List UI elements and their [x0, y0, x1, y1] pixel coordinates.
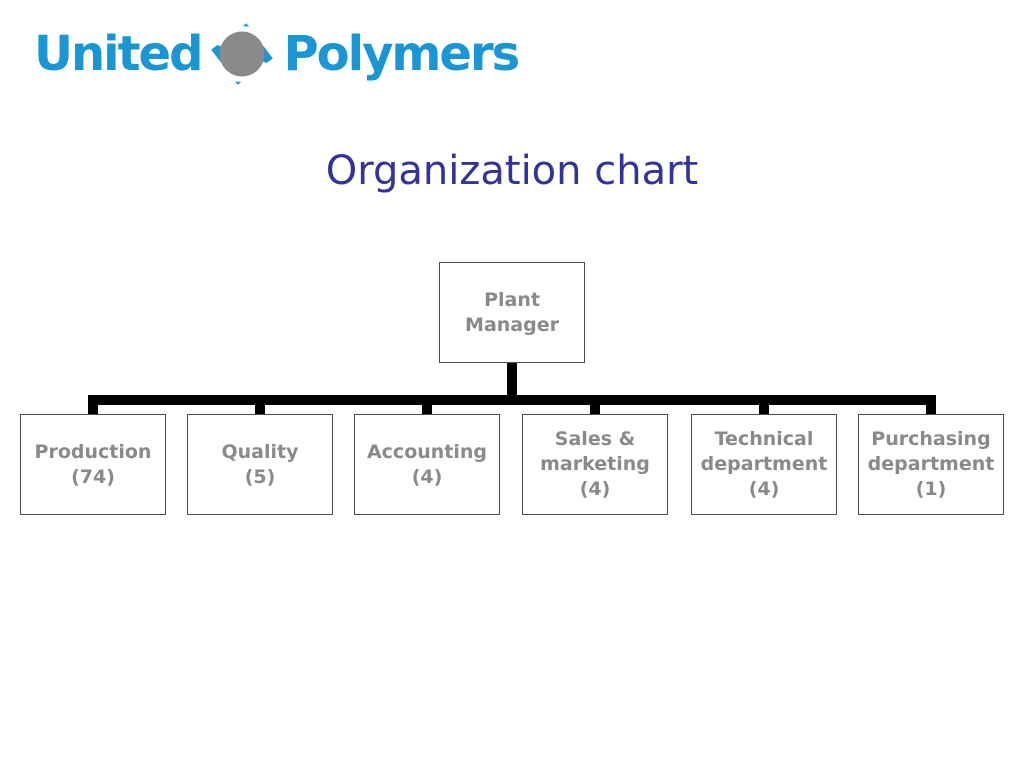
- connector-stub-technical: [759, 405, 769, 415]
- node-label-line: (4): [579, 478, 611, 500]
- connector-stub-purchasing: [926, 405, 936, 415]
- node-label-line: Plant: [484, 288, 540, 311]
- logo-word-united: United: [34, 26, 203, 82]
- node-label-line: Purchasing: [871, 428, 991, 450]
- node-accounting: Accounting (4): [354, 414, 500, 515]
- node-label-line: (4): [748, 478, 780, 500]
- node-quality: Quality (5): [187, 414, 333, 515]
- node-label-line: department: [867, 453, 995, 475]
- node-label-line: Manager: [465, 313, 559, 336]
- node-plant-manager: Plant Manager: [439, 262, 585, 363]
- connector-horizontal-rail: [88, 395, 936, 405]
- node-label-line: Accounting: [366, 440, 488, 463]
- node-label-line: marketing: [540, 453, 650, 475]
- connector-stub-sales-marketing: [590, 405, 600, 415]
- connector-stub-quality: [255, 405, 265, 415]
- node-label-line: (74): [71, 465, 115, 488]
- connector-stub-accounting: [422, 405, 432, 415]
- connector-trunk: [507, 362, 517, 405]
- node-label-line: (4): [411, 465, 443, 488]
- logo-word-polymers: Polymers: [283, 26, 520, 82]
- company-logo: United Polymers: [34, 18, 520, 90]
- diamond-swirl-icon: [211, 23, 274, 85]
- node-label-line: Production: [34, 440, 152, 463]
- slide-title: Organization chart: [325, 148, 699, 194]
- node-label-line: department: [700, 453, 828, 475]
- node-purchasing-department: Purchasing department (1): [858, 414, 1004, 515]
- node-label-line: (5): [244, 465, 276, 488]
- node-sales-marketing: Sales & marketing (4): [522, 414, 668, 515]
- node-label-line: Technical: [714, 428, 814, 450]
- node-production: Production (74): [20, 414, 166, 515]
- connector-stub-production: [88, 405, 98, 415]
- node-label-line: Sales &: [554, 428, 636, 450]
- node-technical-department: Technical department (4): [691, 414, 837, 515]
- node-label-line: (1): [915, 478, 947, 500]
- node-label-line: Quality: [221, 440, 299, 463]
